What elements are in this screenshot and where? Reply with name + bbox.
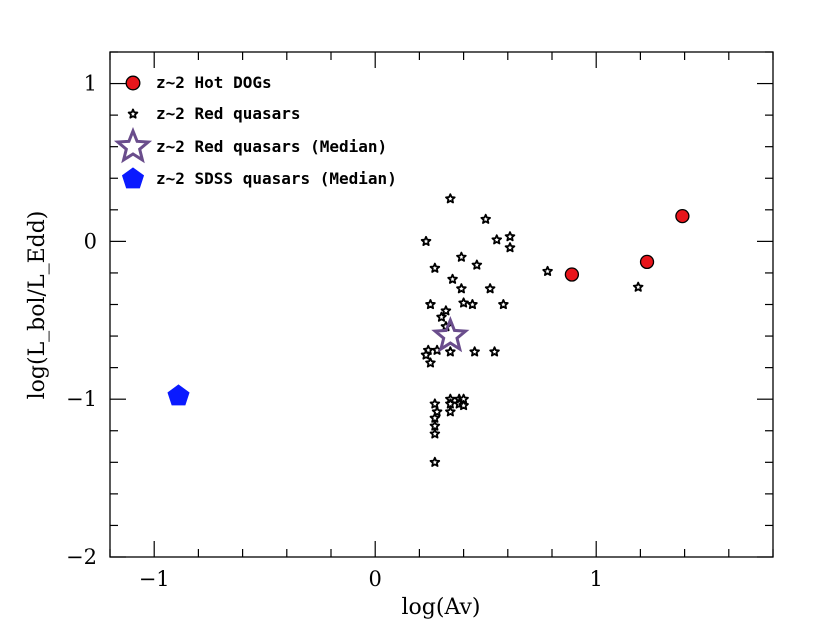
- legend: z~2 Hot DOGs z~2 Red quasars z~2 Red quasa…: [113, 73, 397, 189]
- data-points: [167, 193, 690, 467]
- axis-ticks: [109, 51, 774, 558]
- legend-marker: [113, 126, 153, 164]
- data-point: [504, 242, 516, 253]
- legend-marker: [125, 75, 141, 91]
- legend-item: z~2 SDSS quasars (Median): [121, 167, 397, 189]
- x-tick-label: 1: [590, 567, 603, 591]
- legend-label: z~2 SDSS quasars (Median): [156, 169, 397, 188]
- data-point: [498, 298, 509, 310]
- data-point: [445, 398, 456, 409]
- data-point: [484, 283, 496, 294]
- data-point: [420, 349, 432, 360]
- y-axis-label: log(L_bol/L_Edd): [25, 211, 50, 400]
- data-point: [480, 213, 491, 224]
- data-point: [436, 311, 447, 322]
- plot-frame: [109, 51, 774, 558]
- data-point: [429, 420, 441, 431]
- legend-marker: [121, 167, 145, 189]
- data-point: [639, 254, 655, 270]
- data-point: [429, 398, 441, 409]
- y-tick-label: 0: [84, 229, 97, 253]
- data-point: [456, 283, 467, 294]
- legend-marker: [127, 108, 139, 119]
- data-point: [167, 384, 190, 406]
- legend-item: z~2 Red quasars (Median): [113, 126, 387, 164]
- data-point: [632, 281, 644, 292]
- data-point: [445, 406, 456, 417]
- data-point: [445, 346, 456, 357]
- axis-tick-labels: −1 0 1 −2 −1 0 1: [66, 72, 603, 591]
- data-point: [429, 412, 441, 423]
- legend-item: z~2 Hot DOGs: [125, 73, 272, 92]
- legend-item: z~2 Red quasars: [127, 104, 301, 123]
- y-tick-label: −2: [66, 545, 97, 569]
- data-point: [425, 298, 436, 310]
- data-point: [456, 251, 467, 262]
- y-tick-label: 1: [84, 72, 97, 96]
- data-point: [431, 315, 470, 353]
- data-point: [447, 273, 458, 284]
- data-point: [440, 305, 452, 316]
- data-point: [675, 208, 690, 224]
- x-tick-label: 0: [369, 567, 382, 591]
- data-point: [564, 267, 580, 282]
- legend-label: z~2 Hot DOGs: [156, 73, 272, 92]
- data-point: [458, 297, 469, 308]
- data-point: [429, 456, 441, 467]
- data-point: [467, 298, 478, 310]
- data-point: [425, 357, 436, 368]
- data-point: [491, 234, 503, 245]
- x-tick-label: −1: [139, 567, 170, 591]
- data-point: [445, 193, 456, 204]
- data-point: [489, 346, 500, 357]
- legend-label: z~2 Red quasars: [156, 104, 301, 123]
- data-point: [469, 346, 480, 357]
- data-point: [420, 235, 432, 247]
- x-axis-label: log(Av): [402, 595, 481, 620]
- data-point: [504, 231, 516, 242]
- data-point: [471, 259, 483, 270]
- data-point: [458, 399, 469, 411]
- legend-label: z~2 Red quasars (Median): [156, 137, 387, 156]
- data-point: [542, 265, 553, 276]
- data-point: [429, 262, 441, 273]
- y-tick-label: −1: [66, 387, 97, 411]
- data-point: [429, 428, 441, 439]
